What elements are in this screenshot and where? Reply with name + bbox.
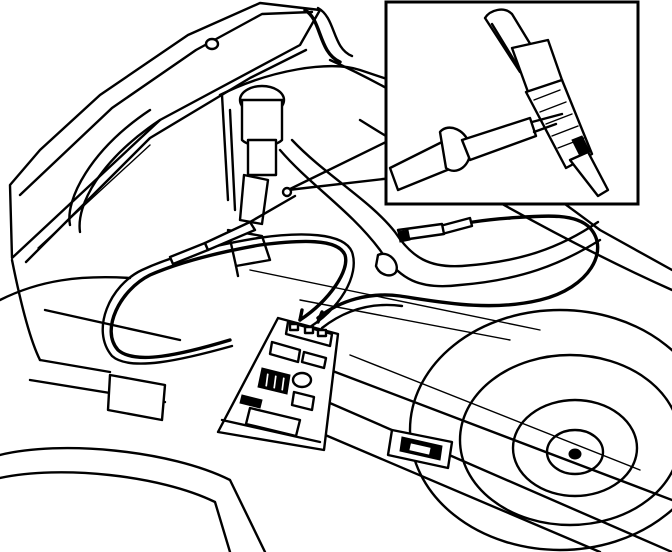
antenna-hose	[278, 138, 602, 288]
trunk-lid	[8, 1, 354, 264]
antenna-mast	[220, 84, 286, 278]
antenna-cable	[101, 194, 355, 365]
rear-quarter-panel	[0, 258, 267, 552]
lock-striker	[386, 428, 454, 470]
ground-lead	[316, 214, 600, 330]
detail-inset	[384, 0, 640, 206]
spare-wheel	[408, 308, 672, 552]
multimeter	[216, 308, 340, 452]
callout-pointer	[281, 138, 394, 198]
